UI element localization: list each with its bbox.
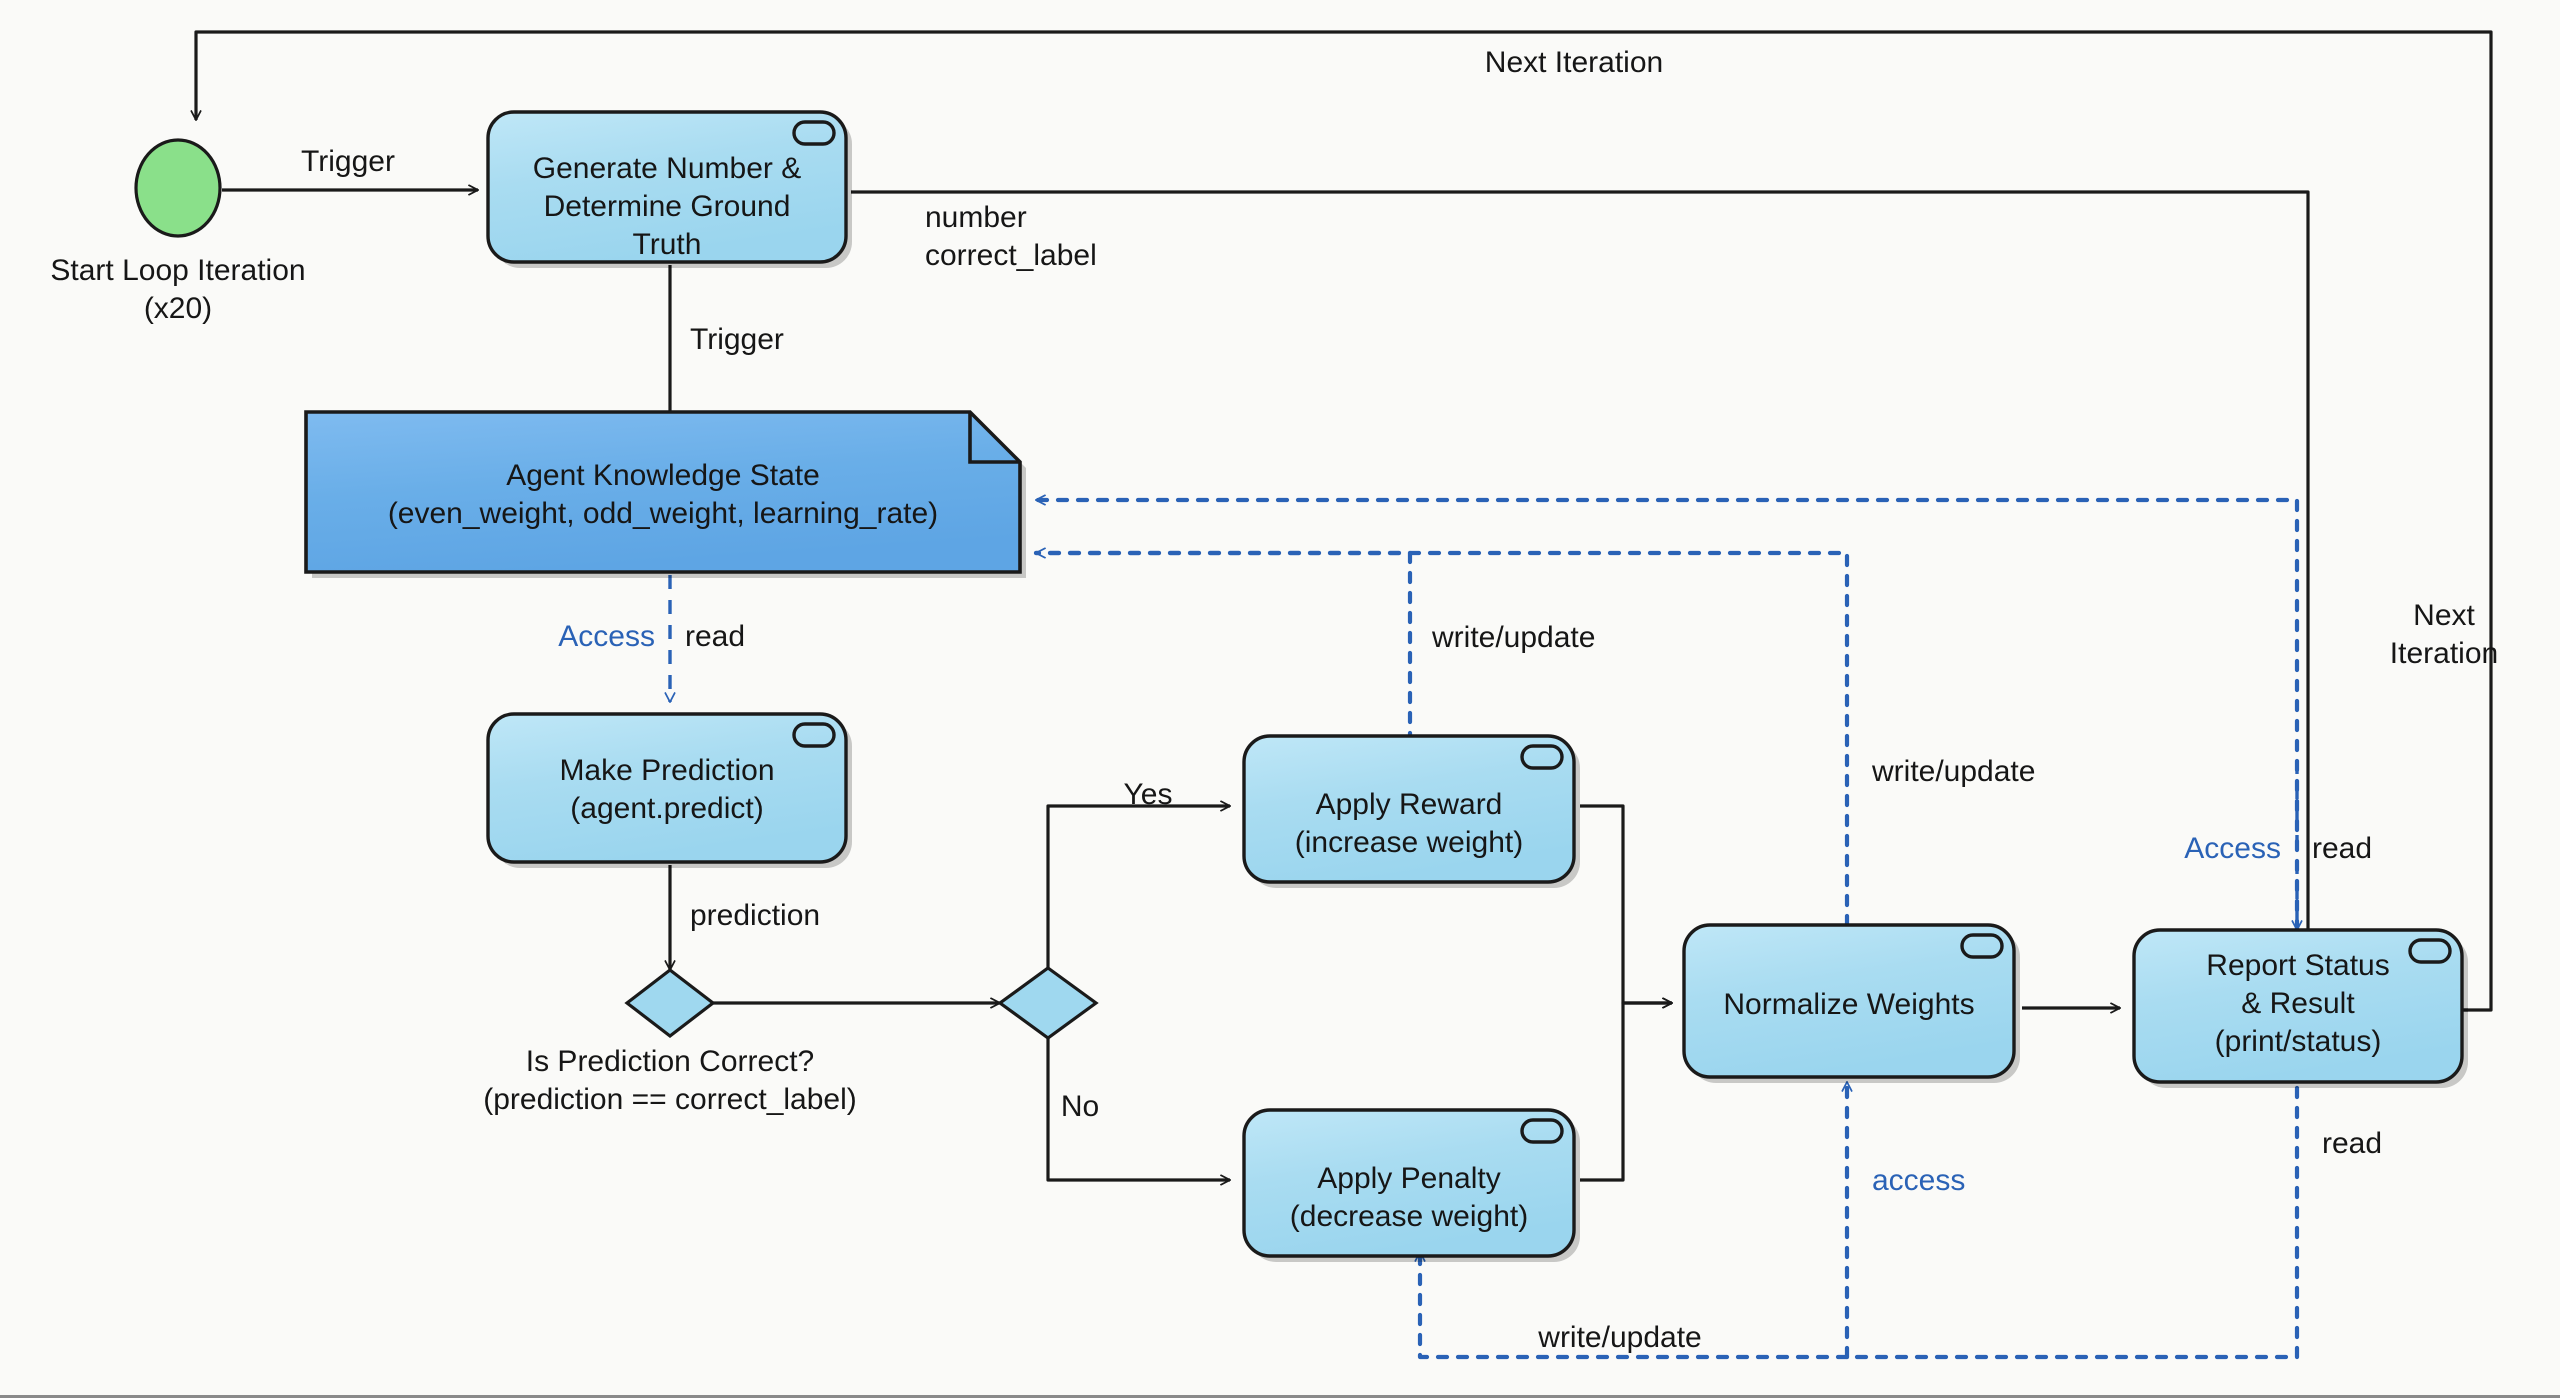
activity-generate-line1: Generate Number &	[533, 152, 801, 185]
label-read-store: read	[685, 620, 745, 653]
datastore-line1: Agent Knowledge State	[506, 459, 820, 492]
edge-normalize-write-store	[1033, 550, 1850, 928]
activity-predict-line1: Make Prediction	[559, 754, 774, 787]
start-node[interactable]	[134, 138, 222, 238]
label-yes: Yes	[1124, 778, 1173, 811]
start-node-label-line2: (x20)	[144, 292, 212, 325]
label-correct-label: correct_label	[925, 239, 1097, 272]
activity-icon	[1960, 933, 2004, 959]
datastore-line2: (even_weight, odd_weight, learning_rate)	[388, 497, 938, 530]
activity-report-line3: (print/status)	[2215, 1025, 2382, 1058]
branch-node[interactable]	[997, 966, 1099, 1040]
edge-report-read-bottom	[1844, 1085, 2300, 1360]
label-write-update-bottom: write/update	[1537, 1321, 1701, 1354]
activity-generate-number[interactable]	[486, 110, 852, 268]
label-trigger-store: Trigger	[690, 323, 784, 356]
activity-generate-line3: Truth	[633, 228, 702, 261]
activity-icon	[792, 722, 836, 748]
activity-normalize-weights[interactable]	[1682, 923, 2020, 1083]
edge-reward-write-store	[1033, 553, 1413, 745]
activity-normalize-line1: Normalize Weights	[1723, 988, 1974, 1021]
decision-caption-line1: Is Prediction Correct?	[526, 1045, 814, 1078]
label-write-update-reward: write/update	[1431, 621, 1595, 654]
activity-icon	[1520, 744, 1564, 770]
activity-report-line2: & Result	[2241, 987, 2355, 1020]
datastore-agent-knowledge[interactable]	[304, 410, 1026, 578]
activity-icon	[2408, 938, 2452, 964]
label-no: No	[1061, 1090, 1099, 1123]
label-access-lower: access	[1872, 1164, 1965, 1197]
activity-icon	[792, 120, 836, 146]
edge-branch-yes-to-reward	[1046, 806, 1230, 970]
label-write-update-right: write/update	[1871, 755, 2035, 788]
activity-make-prediction[interactable]	[486, 712, 852, 868]
label-next-iteration-right-line2: Iteration	[2390, 637, 2498, 670]
decision-caption-line2: (prediction == correct_label)	[483, 1083, 857, 1116]
label-prediction: prediction	[690, 899, 820, 932]
activity-icon	[1520, 1118, 1564, 1144]
activity-predict-line2: (agent.predict)	[570, 792, 763, 825]
start-node-label-line1: Start Loop Iteration	[50, 254, 305, 287]
edge-branch-no-to-penalty	[1046, 1037, 1230, 1180]
activity-generate-line2: Determine Ground	[544, 190, 791, 223]
activity-penalty-line1: Apply Penalty	[1317, 1162, 1500, 1195]
edge-generate-to-report	[851, 190, 2468, 1012]
edge-report-read-store	[1033, 500, 2300, 933]
decision-is-prediction-correct[interactable]	[624, 967, 716, 1039]
activity-reward-line2: (increase weight)	[1295, 826, 1523, 859]
label-number: number	[925, 201, 1027, 234]
activity-reward-line1: Apply Reward	[1316, 788, 1503, 821]
label-access-read-store: Access	[558, 620, 655, 653]
label-trigger-start: Trigger	[301, 145, 395, 178]
label-next-iteration-top: Next Iteration	[1485, 46, 1663, 79]
label-next-iteration-right-line1: Next	[2413, 599, 2475, 632]
activity-penalty-line2: (decrease weight)	[1290, 1200, 1528, 1233]
edge-penalty-to-normalize	[1580, 1003, 1672, 1182]
label-read-report: read	[2312, 832, 2372, 865]
activity-apply-penalty[interactable]	[1242, 1108, 1580, 1262]
note-fold-icon	[968, 412, 1020, 464]
edge-next-iteration-outer	[196, 30, 2493, 1012]
edge-reward-to-normalize	[1580, 804, 1672, 1003]
activity-report-status[interactable]	[2132, 928, 2468, 1088]
activity-report-line1: Report Status	[2206, 949, 2389, 982]
edge-bottom-write-penalty	[1420, 1249, 1850, 1360]
label-access-read-report: Access	[2184, 832, 2281, 865]
activity-apply-reward[interactable]	[1242, 734, 1580, 888]
label-read-bottom-report: read	[2322, 1127, 2382, 1160]
